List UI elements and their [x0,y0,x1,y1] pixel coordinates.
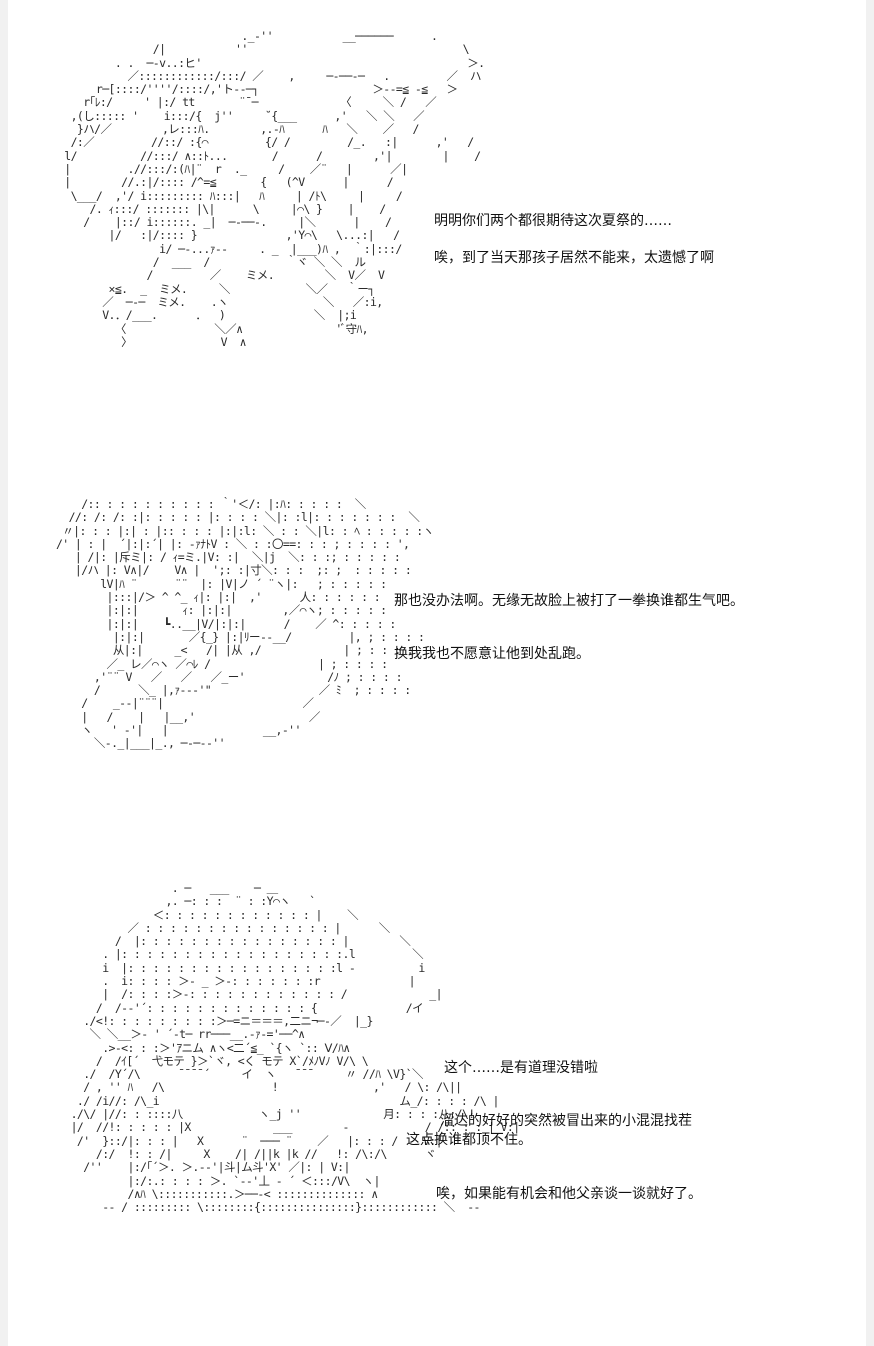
dialogue-line: 这个……是有道理没错啦 [444,1060,598,1076]
dialogue-line: 唉，如果能有机会和他父亲谈一谈就好了。 [436,1186,702,1202]
panel-2: /:: : : : : : : : : : ｀'＜/: |:ﾊ: : : : :… [8,470,866,870]
page-sheet: ._-'' __────── . /| '' \ . . ─-v..:ヒ' ＞.… [8,0,866,1346]
panel-3: . ─ ___ ─ ＿ ,. ─: : : ¨ : :Y⌒ヽ ` ＜: : : … [8,870,866,1340]
panel-1: ._-'' __────── . /| '' \ . . ─-v..:ヒ' ＞.… [8,0,866,470]
ascii-art-figure: /:: : : : : : : : : : ｀'＜/: |:ﾊ: : : : :… [55,497,434,751]
dialogue-line: 换我我也不愿意让他到处乱跑。 [394,646,590,662]
dialogue-line: 明明你们两个都很期待这次夏祭的…… [434,213,672,229]
dialogue-line: 溜达的好好的突然被冒出来的小混混找茬 [440,1113,692,1129]
dialogue-line: 唉，到了当天那孩子居然不能来，太遗憾了啊 [434,250,714,266]
ascii-art-figure: ._-'' __────── . /| '' \ . . ─-v..:ヒ' ＞.… [64,29,485,349]
ascii-art-figure: . ─ ___ ─ ＿ ,. ─: : : ¨ : :Y⌒ヽ ` ＜: : : … [70,881,521,1215]
dialogue-line: 那也没办法啊。无缘无故脸上被打了一拳换谁都生气吧。 [394,593,744,609]
dialogue-line: 这点换谁都顶不住。 [406,1132,532,1148]
